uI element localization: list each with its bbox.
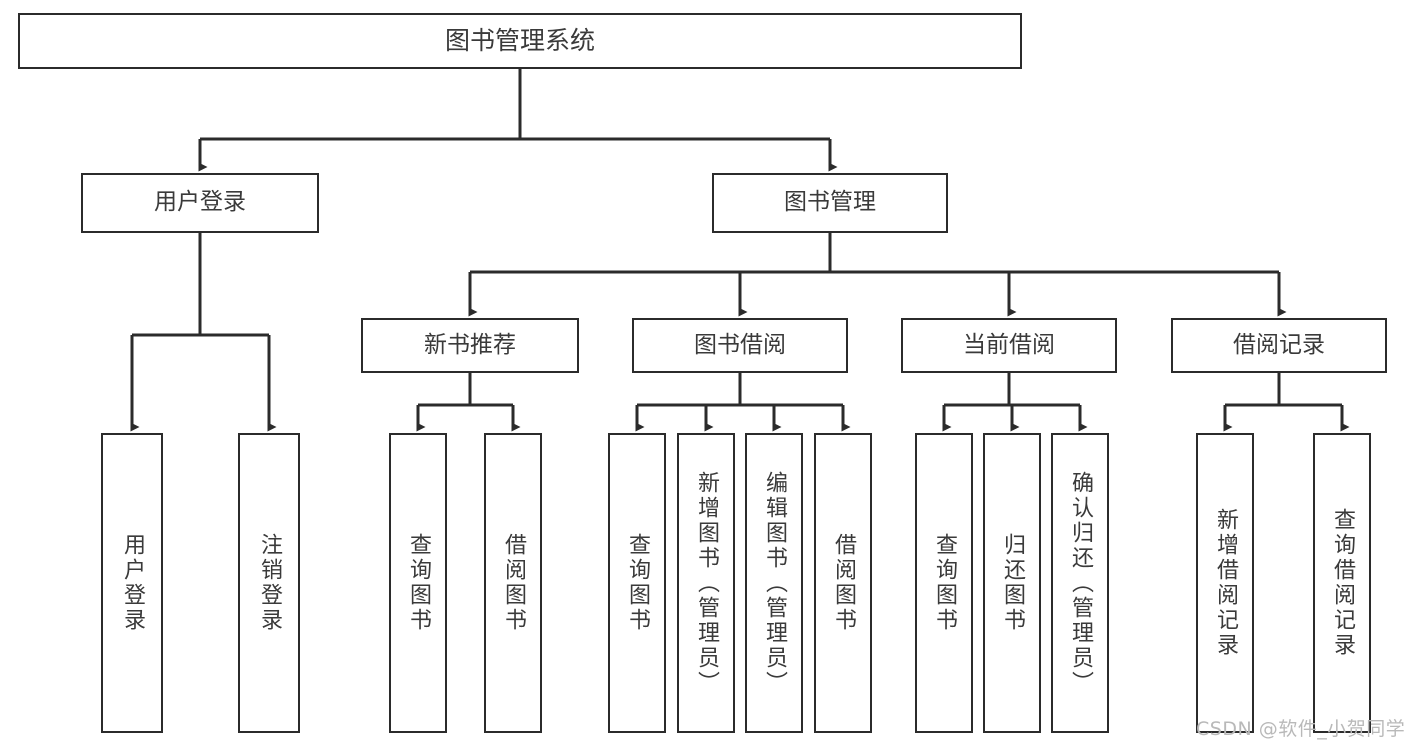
node-leaf-query-book-1[interactable]: 查询图书 (389, 433, 447, 733)
node-user-login[interactable]: 用户登录 (81, 173, 319, 233)
node-leaf-query-record[interactable]: 查询借阅记录 (1313, 433, 1371, 733)
node-book-manage[interactable]: 图书管理 (712, 173, 948, 233)
node-new-book-recommend[interactable]: 新书推荐 (361, 318, 579, 373)
node-leaf-borrow-book-1-label: 借阅图书 (501, 533, 526, 633)
node-leaf-borrow-book-2[interactable]: 借阅图书 (814, 433, 872, 733)
node-user-login-label: 用户登录 (154, 189, 246, 216)
node-leaf-confirm-return[interactable]: 确认归还（管理员） (1051, 433, 1109, 733)
node-borrow-record-label: 借阅记录 (1233, 331, 1325, 358)
node-leaf-query-book-1-label: 查询图书 (406, 533, 431, 633)
node-root-label: 图书管理系统 (444, 26, 595, 55)
node-leaf-query-book-3-label: 查询图书 (932, 533, 957, 633)
node-leaf-return-book-label: 归还图书 (1000, 533, 1025, 633)
node-root[interactable]: 图书管理系统 (18, 13, 1022, 69)
node-current-borrow-label: 当前借阅 (963, 331, 1055, 358)
node-leaf-query-book-2-label: 查询图书 (625, 533, 650, 633)
node-leaf-edit-book[interactable]: 编辑图书（管理员） (745, 433, 803, 733)
node-leaf-query-record-label: 查询借阅记录 (1330, 508, 1355, 658)
csdn-watermark: CSDN @软件_小贺同学 (1196, 718, 1405, 740)
node-book-borrow-label: 图书借阅 (694, 331, 786, 358)
node-leaf-return-book[interactable]: 归还图书 (983, 433, 1041, 733)
node-book-manage-label: 图书管理 (784, 189, 876, 216)
node-leaf-query-book-3[interactable]: 查询图书 (915, 433, 973, 733)
node-leaf-user-logout[interactable]: 注销登录 (238, 433, 300, 733)
node-book-borrow[interactable]: 图书借阅 (632, 318, 848, 373)
node-leaf-borrow-book-2-label: 借阅图书 (831, 533, 856, 633)
node-leaf-add-book[interactable]: 新增图书（管理员） (677, 433, 735, 733)
node-leaf-add-book-label: 新增图书（管理员） (694, 470, 719, 696)
node-current-borrow[interactable]: 当前借阅 (901, 318, 1117, 373)
node-borrow-record[interactable]: 借阅记录 (1171, 318, 1387, 373)
node-leaf-confirm-return-label: 确认归还（管理员） (1068, 470, 1093, 696)
node-leaf-edit-book-label: 编辑图书（管理员） (762, 470, 787, 696)
node-leaf-add-record-label: 新增借阅记录 (1213, 508, 1238, 658)
node-leaf-add-record[interactable]: 新增借阅记录 (1196, 433, 1254, 733)
node-leaf-query-book-2[interactable]: 查询图书 (608, 433, 666, 733)
node-leaf-user-login[interactable]: 用户登录 (101, 433, 163, 733)
node-leaf-borrow-book-1[interactable]: 借阅图书 (484, 433, 542, 733)
node-new-book-recommend-label: 新书推荐 (424, 331, 516, 358)
node-leaf-user-login-label: 用户登录 (120, 533, 145, 633)
node-leaf-user-logout-label: 注销登录 (257, 533, 282, 633)
